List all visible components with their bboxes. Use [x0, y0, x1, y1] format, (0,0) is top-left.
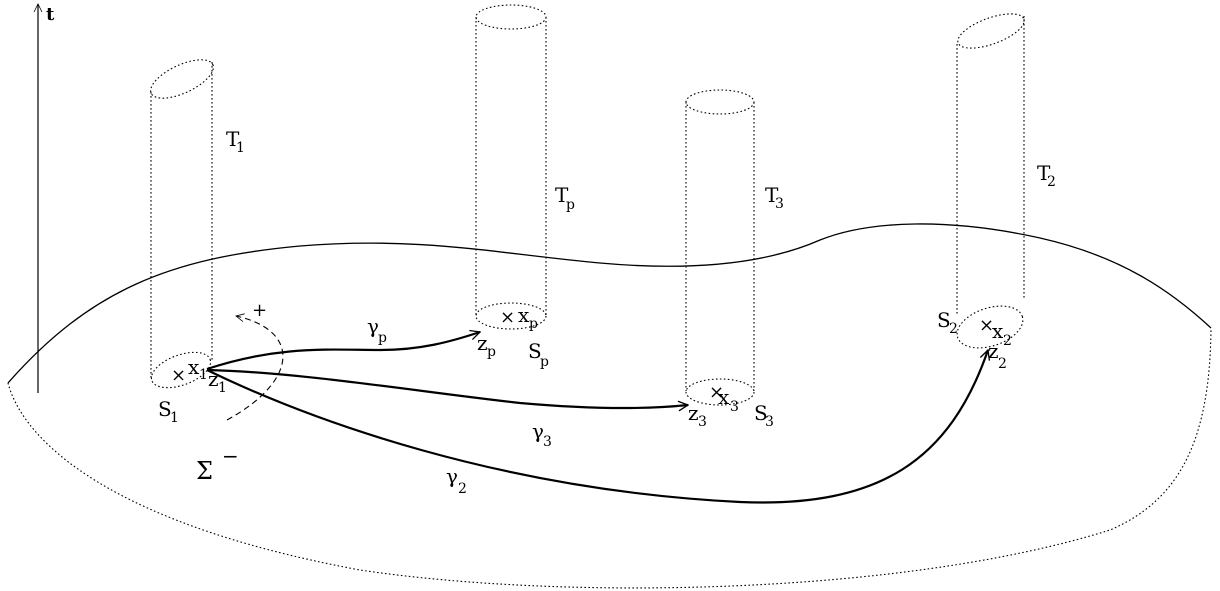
orientation-arc [226, 313, 284, 421]
marker-xp: × [500, 307, 515, 328]
tube-p: × x p z p S p T p [475, 4, 575, 370]
path-gamma-2-sub: 2 [458, 481, 467, 497]
tube-tp-sub: p [566, 197, 575, 213]
base-z1-sub: 1 [218, 380, 227, 396]
tube-t2-sub: 2 [1047, 174, 1056, 190]
path-gamma-2-label: γ [446, 464, 458, 488]
marker-x1: × [171, 365, 186, 386]
orientation-indicator: + [226, 300, 284, 421]
base-z3-sub: 3 [698, 414, 707, 430]
point-x3-sub: 3 [730, 399, 739, 415]
marker-x2: × [979, 315, 994, 336]
path-gamma-3 [206, 368, 688, 408]
path-gamma-3-sub: 3 [543, 434, 552, 450]
disk-sp [475, 302, 547, 330]
tube-3: × x 3 z 3 S 3 T 3 [685, 89, 784, 430]
tube-1-top [150, 59, 214, 99]
surface-superscript: − [222, 444, 239, 468]
disk-s2 [956, 305, 1024, 349]
disk-sp-label: S [528, 339, 542, 363]
path-gamma-p-label: γ [367, 314, 379, 338]
disk-s2-label: S [937, 308, 951, 332]
path-gamma-p [206, 332, 480, 371]
path-gamma-3-label: γ [532, 419, 544, 443]
tube-t3-label: T [765, 183, 779, 207]
point-x2-label: x [992, 319, 1004, 343]
surface-sigma: Σ − [7, 223, 1212, 589]
point-x2-sub: 2 [1003, 333, 1012, 349]
surface-label: Σ [196, 457, 213, 485]
base-z3-label: z [688, 401, 699, 425]
base-z2-label: z [988, 339, 999, 363]
tube-t3-sub: 3 [775, 196, 784, 212]
point-x1-label: x [188, 355, 200, 379]
point-xp-sub: p [529, 316, 538, 332]
tube-tp-label: T [555, 183, 569, 207]
base-zp-label: z [477, 331, 488, 355]
tube-3-top [685, 89, 755, 115]
base-zp-sub: p [487, 344, 496, 360]
tube-p-top [475, 4, 547, 30]
disk-sp-sub: p [540, 354, 549, 370]
disk-s1 [150, 351, 212, 389]
path-gamma-p-sub: p [378, 330, 387, 346]
marker-x3: × [709, 382, 724, 403]
base-z2-sub: 2 [998, 356, 1007, 372]
point-x1-sub: 1 [199, 367, 208, 383]
point-x3-label: x [718, 385, 730, 409]
tube-t1-label: T [226, 127, 240, 151]
time-axis-label: t [46, 4, 55, 25]
disk-s1-sub: 1 [170, 410, 179, 426]
disk-s1-label: S [158, 397, 172, 421]
tube-t1-sub: 1 [236, 140, 245, 156]
orientation-label: + [252, 300, 267, 321]
disk-s2-sub: 2 [949, 321, 958, 337]
point-xp-label: x [518, 303, 530, 327]
disk-s3-sub: 3 [765, 414, 774, 430]
tube-t2-label: T [1037, 161, 1051, 185]
tube-2: × x 2 z 2 S 2 T 2 [937, 13, 1056, 372]
disk-s3-label: S [754, 401, 768, 425]
surface-top-boundary [7, 223, 1212, 384]
tube-1: × x 1 z 1 S 1 T 1 [150, 59, 245, 426]
base-z1-label: z [208, 367, 219, 391]
time-axis: t [33, 3, 55, 393]
path-gamma-2 [206, 350, 988, 504]
disk-s3 [685, 378, 755, 406]
tube-2-top [957, 13, 1025, 49]
paths: γ p γ 3 γ 2 [206, 314, 988, 504]
